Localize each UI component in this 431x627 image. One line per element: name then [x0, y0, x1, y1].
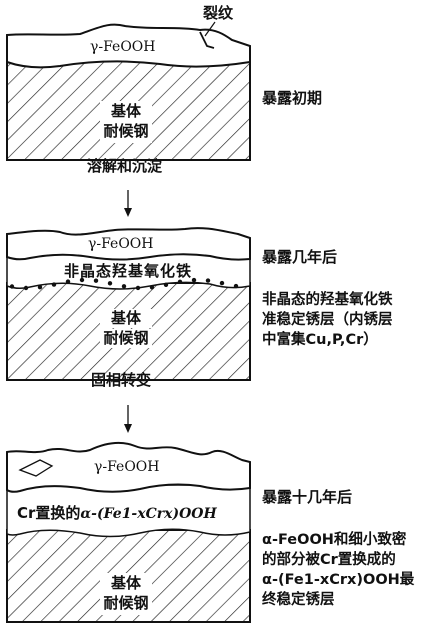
stage3-substrate-label: 基体 [110, 574, 141, 592]
stage3-rust-layer-label: γ-FeOOH [94, 459, 160, 475]
stage1-rust-layer-label: γ-FeOOH [90, 39, 156, 55]
stage3-diagram [6, 441, 251, 623]
amorphous-particles [9, 277, 239, 291]
stage3-desc-line: 终稳定锈层 [262, 592, 335, 608]
stage3-description: α-FeOOH和细小致密 的部分被Cr置换成的 α-(Fe1-xCrx)OOH最… [262, 530, 414, 610]
amorphous-particle [135, 285, 141, 291]
amorphous-particle [205, 278, 211, 283]
stage2-rust-layer-label: γ-FeOOH [88, 236, 154, 252]
stage1-stage-label: 暴露初期 [262, 89, 323, 107]
stage3-cr-layer [6, 484, 251, 538]
stage1-rust-layer [6, 23, 251, 69]
stage2-description: 非晶态的羟基氧化铁 准稳定锈层（内锈层 中富集Cu,P,Cr） [262, 290, 393, 350]
stage2-rust-layer [6, 227, 251, 261]
amorphous-particle [23, 285, 29, 291]
stage3-substrate-label-bg [100, 573, 152, 615]
cr-layer-formula: α-(Fe1-xCrx)OOH [80, 506, 217, 522]
amorphous-particle [233, 283, 239, 289]
stage2-desc-line: 非晶态的羟基氧化铁 [262, 292, 393, 308]
amorphous-particle [37, 285, 43, 290]
crack-leader [204, 21, 216, 37]
amorphous-particle [177, 279, 183, 284]
stage2-substrate-label: 基体 [100, 309, 152, 328]
amorphous-particle [79, 277, 85, 283]
stage3-stage-label: 暴露十几年后 [262, 488, 353, 506]
stage1-substrate-label-2: 耐候钢 [103, 122, 149, 140]
arrow-1 [124, 190, 132, 217]
cr-layer-label: Cr置换的α-(Fe1-xCrx)OOH [17, 504, 217, 524]
amorphous-particle [93, 278, 99, 283]
arrow-2 [124, 405, 132, 433]
stage3-desc-line: α-FeOOH和细小致密 [262, 532, 407, 548]
amorphous-particle [51, 282, 57, 287]
amorphous-particle [121, 284, 127, 289]
amorphous-particle [65, 279, 71, 284]
amorphous-particle [9, 284, 15, 289]
stage2-desc-line: 准稳定锈层（内锈层 [262, 312, 393, 328]
stage3-desc-line: 的部分被Cr置换成的 [262, 552, 396, 568]
amorphous-layer-label: 非晶态羟基氧化铁 [64, 262, 193, 280]
stage3-rust-layer [6, 441, 251, 493]
stage1-substrate-label: 基体 [110, 102, 141, 120]
stage1-substrate-label-bg [100, 101, 152, 143]
cr-layer-prefix: Cr置换的 [17, 504, 81, 522]
amorphous-particle [163, 282, 169, 287]
transition-1-label: 溶解和沉淀 [87, 157, 163, 175]
transition-2-label: 固相转变 [91, 371, 152, 389]
stage2-substrate-label-2: 耐候钢 [100, 329, 152, 348]
stage3-rust-chip [18, 459, 54, 477]
stage3-substrate-label-2: 耐候钢 [103, 594, 149, 612]
stage2-desc-line: 中富集Cu,P,Cr） [262, 332, 378, 348]
crack [199, 31, 215, 49]
amorphous-particle [191, 277, 197, 283]
crack-label: 裂纹 [203, 4, 234, 22]
stage3-desc-line: α-(Fe1-xCrx)OOH最 [262, 572, 415, 588]
amorphous-particle [149, 285, 155, 290]
amorphous-particle [219, 280, 225, 286]
stage2-stage-label: 暴露几年后 [262, 248, 338, 266]
stage1-diagram [6, 21, 251, 161]
amorphous-particle [107, 281, 113, 286]
